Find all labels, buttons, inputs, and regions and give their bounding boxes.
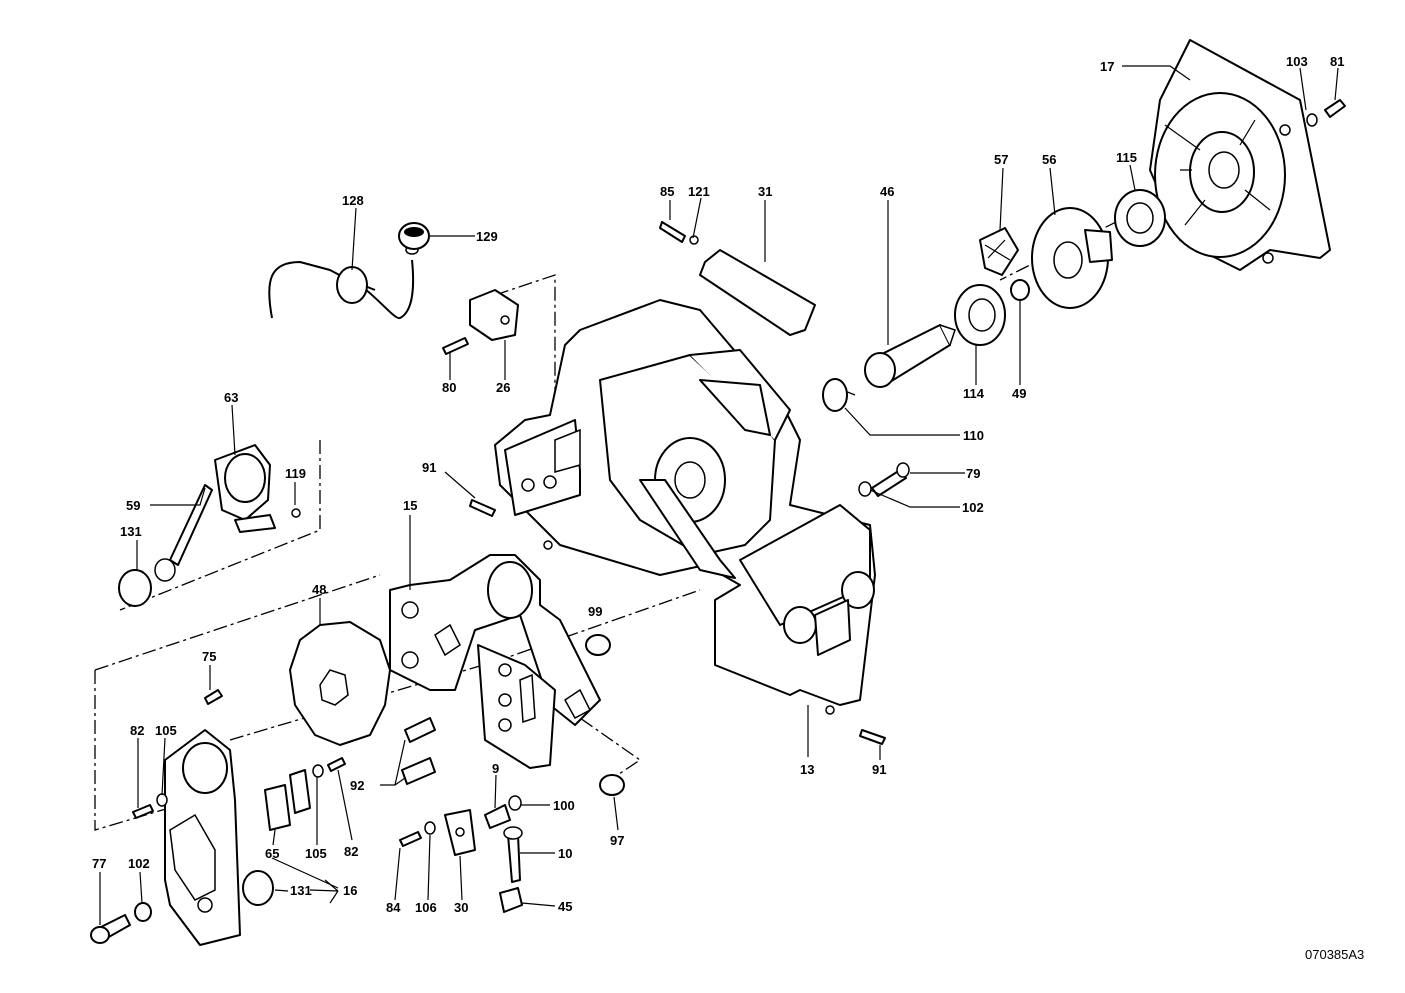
label-91b: 91	[872, 762, 886, 777]
label-49: 49	[1012, 386, 1026, 401]
label-92: 92	[350, 778, 364, 793]
label-119: 119	[285, 466, 306, 481]
label-128: 128	[342, 193, 364, 208]
label-106: 106	[415, 900, 437, 915]
label-63: 63	[224, 390, 238, 405]
large-bevel-gear	[1031, 207, 1113, 309]
felt-strip	[699, 249, 816, 336]
label-129: 129	[476, 229, 498, 244]
guide-plate	[477, 644, 556, 769]
label-82a: 82	[130, 723, 144, 738]
label-102a: 102	[962, 500, 984, 515]
label-31: 31	[758, 184, 772, 199]
label-97: 97	[610, 833, 624, 848]
ring-49	[1010, 279, 1030, 301]
label-80: 80	[442, 380, 456, 395]
screw-82a	[132, 804, 154, 819]
oil-pump	[214, 444, 301, 533]
sprocket	[289, 621, 391, 746]
screw-91b	[859, 729, 886, 745]
label-56: 56	[1042, 152, 1056, 167]
label-16: 16	[343, 883, 357, 898]
label-15: 15	[403, 498, 417, 513]
label-114: 114	[963, 386, 985, 401]
label-84: 84	[386, 900, 401, 915]
label-13: 13	[800, 762, 814, 777]
adjusting-screw-10	[503, 826, 523, 883]
label-105a: 105	[155, 723, 177, 738]
label-131a: 131	[120, 524, 142, 539]
screw-80	[442, 337, 469, 355]
label-91a: 91	[422, 460, 436, 475]
washer-102a	[858, 481, 872, 497]
washer-screw-103-81	[1306, 99, 1346, 127]
bracket-30	[444, 809, 476, 856]
washer-106	[424, 821, 436, 835]
label-10: 10	[558, 846, 572, 861]
label-45: 45	[558, 899, 572, 914]
sprocket-cover	[164, 729, 241, 946]
bolt-77	[90, 914, 131, 944]
label-103: 103	[1286, 54, 1308, 69]
washer-110	[822, 378, 848, 412]
screw-84	[399, 831, 422, 847]
clip-26	[469, 289, 519, 341]
adjuster-pin-9	[484, 804, 511, 829]
screw-79	[871, 462, 910, 497]
grommet	[398, 222, 430, 250]
arm-59	[154, 484, 213, 582]
bearing-114	[954, 284, 1006, 346]
washer-102b	[134, 902, 152, 922]
seal-ring-131a	[118, 569, 152, 607]
screw-91a	[469, 499, 496, 517]
washer-100	[508, 795, 522, 811]
label-105b: 105	[305, 846, 327, 861]
brake-parts-65	[264, 769, 311, 831]
small-bevel-gear	[979, 227, 1019, 276]
label-26: 26	[496, 380, 510, 395]
label-57: 57	[994, 152, 1008, 167]
label-75: 75	[202, 649, 216, 664]
bearing-115	[1114, 189, 1166, 247]
nut-97	[599, 774, 625, 796]
label-30: 30	[454, 900, 468, 915]
washer-105a	[156, 793, 168, 807]
nut-45	[499, 887, 523, 913]
label-131b: 131	[290, 883, 312, 898]
label-79: 79	[966, 466, 980, 481]
washer-105b	[312, 764, 324, 778]
rear-cover-part	[1149, 39, 1331, 271]
leader-lines	[99, 65, 1339, 925]
screw-82b	[327, 757, 346, 772]
label-102b: 102	[128, 856, 150, 871]
part-number-labels: 17 103 81 57 56 115 128 129 85 121 31 46…	[92, 54, 1344, 915]
pins-92	[401, 717, 436, 785]
label-85: 85	[660, 184, 674, 199]
label-110: 110	[963, 428, 984, 443]
label-99: 99	[588, 604, 602, 619]
screw-75	[204, 689, 223, 705]
label-65: 65	[265, 846, 279, 861]
drawing-code: 070385A3	[1305, 947, 1364, 962]
label-46: 46	[880, 184, 894, 199]
oil-tube	[268, 245, 419, 320]
label-82b: 82	[344, 844, 358, 859]
seal-ring-131b	[242, 870, 274, 906]
label-9: 9	[492, 761, 499, 776]
nut-99	[585, 634, 611, 656]
pinion-shaft	[864, 324, 956, 388]
label-81: 81	[1330, 54, 1344, 69]
main-housing	[494, 299, 876, 715]
screw-85	[659, 221, 699, 245]
label-48: 48	[312, 582, 326, 597]
label-115: 115	[1116, 150, 1137, 165]
label-121: 121	[688, 184, 710, 199]
label-100: 100	[553, 798, 575, 813]
label-17: 17	[1100, 59, 1114, 74]
label-59: 59	[126, 498, 140, 513]
label-77: 77	[92, 856, 106, 871]
